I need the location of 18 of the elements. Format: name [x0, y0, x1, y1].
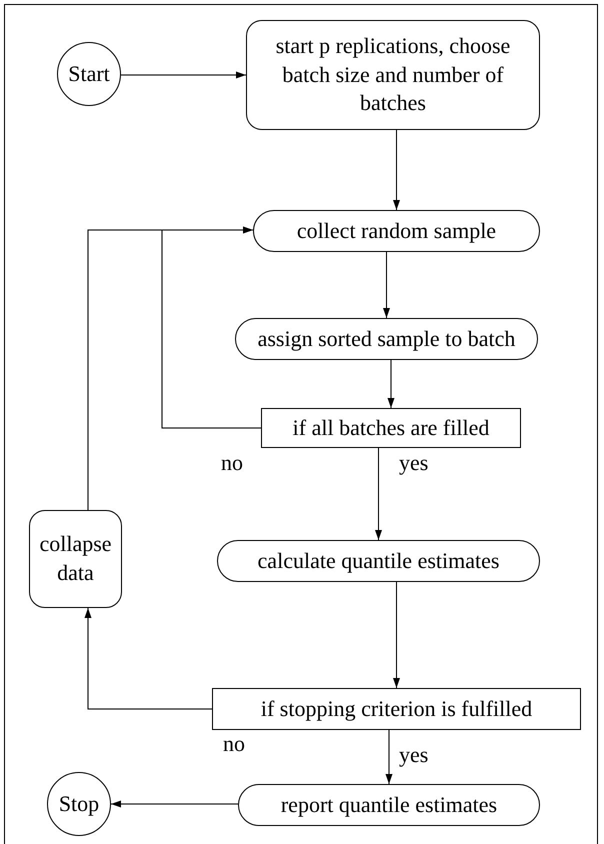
arrow	[393, 582, 400, 688]
arrow	[84, 608, 212, 710]
process-box: collapse data	[29, 510, 122, 608]
arrow	[388, 360, 394, 408]
process-box: assign sorted sample to batch	[235, 318, 538, 360]
process-box: start p replications, choose batch size and number of batches	[246, 20, 540, 130]
process-box: calculate quantile estimates	[217, 540, 540, 582]
arrow	[375, 448, 382, 540]
arrow	[386, 730, 392, 784]
process-box: collect random sample	[253, 210, 540, 252]
arrow	[393, 130, 400, 210]
arrow	[120, 72, 246, 78]
arrow	[110, 800, 238, 808]
process-box: report quantile estimates	[238, 784, 540, 826]
arrow	[383, 252, 390, 318]
decision-box: if stopping criterion is fulfilled	[212, 688, 581, 730]
arrow	[88, 226, 254, 510]
decision-box: if all batches are filled	[261, 408, 521, 448]
